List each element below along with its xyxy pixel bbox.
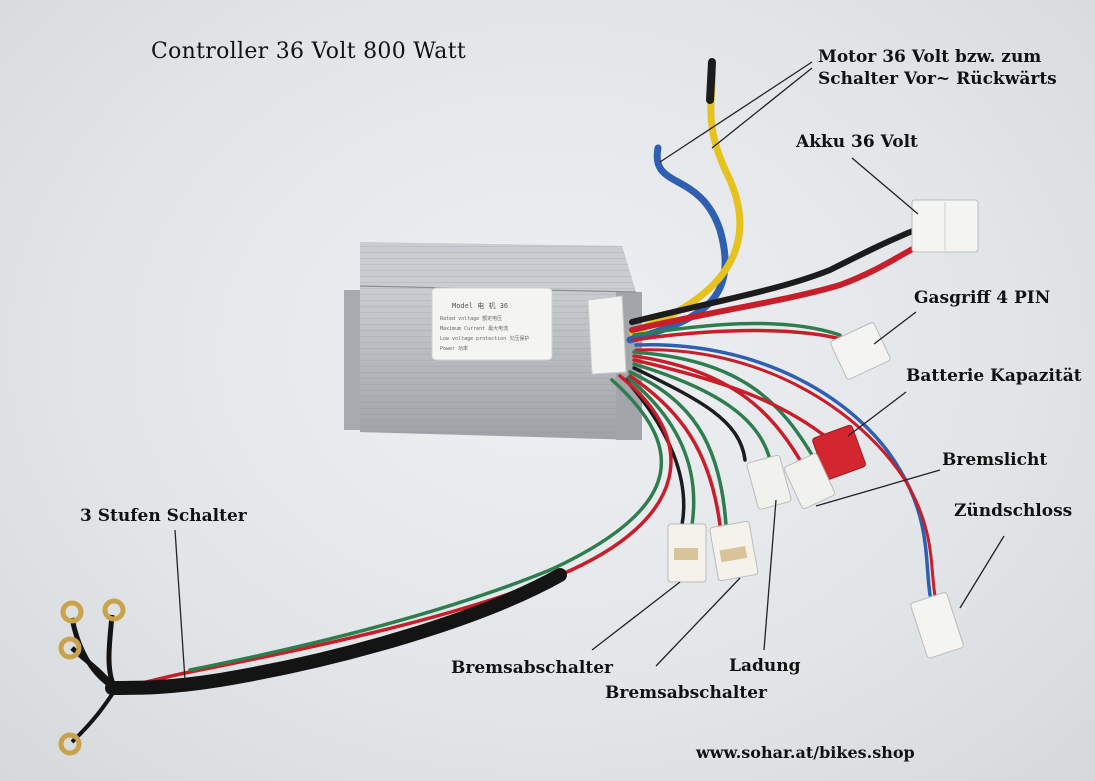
- website-url: www.sohar.at/bikes.shop: [696, 743, 915, 762]
- label-bremslicht: Bremslicht: [942, 450, 1048, 470]
- label-akku: Akku 36 Volt: [796, 132, 918, 152]
- bremsabschalter-connector-2: [709, 520, 759, 582]
- sticker-line3: Low voltage protection 欠压保护: [440, 335, 529, 342]
- sticker-line1: Rated voltage 额定电压: [440, 315, 502, 322]
- label-motor-line1: Motor 36 Volt bzw. zum: [818, 47, 1042, 67]
- page-title: Controller 36 Volt 800 Watt: [151, 39, 467, 64]
- label-stufen-schalter: 3 Stufen Schalter: [80, 506, 247, 526]
- sleeve-cable: [105, 568, 567, 695]
- ladung-connector: [746, 454, 792, 510]
- sticker-model: Model 电 机 36: [452, 301, 508, 310]
- bremslicht-connector: [784, 453, 836, 510]
- label-motor-line2: Schalter Vor~ Rückwärts: [818, 69, 1057, 89]
- pointer-lines: [174, 61, 1005, 681]
- label-ladung: Ladung: [729, 656, 801, 676]
- label-bremsabschalter-1: Bremsabschalter: [451, 658, 613, 678]
- label-batterie: Batterie Kapazität: [906, 366, 1082, 386]
- label-bremsabschalter-2: Bremsabschalter: [605, 683, 767, 703]
- wire-bundle: [108, 58, 937, 692]
- side-sticker: [587, 295, 627, 375]
- akku-connector: [911, 199, 979, 253]
- label-zuendschloss: Zündschloss: [954, 501, 1073, 521]
- spec-sticker: Model 电 机 36 Rated voltage 额定电压 Maximum …: [431, 287, 553, 361]
- zuendschloss-connector: [910, 592, 964, 659]
- sticker-line4: Power 功率: [440, 345, 468, 352]
- ring-terminals: [58, 598, 126, 756]
- label-gasgriff: Gasgriff 4 PIN: [914, 288, 1051, 308]
- bremsabschalter-connector-1: [667, 523, 707, 583]
- gasgriff-connector: [830, 322, 891, 380]
- sticker-line2: Maximum Current 最大电流: [440, 325, 508, 332]
